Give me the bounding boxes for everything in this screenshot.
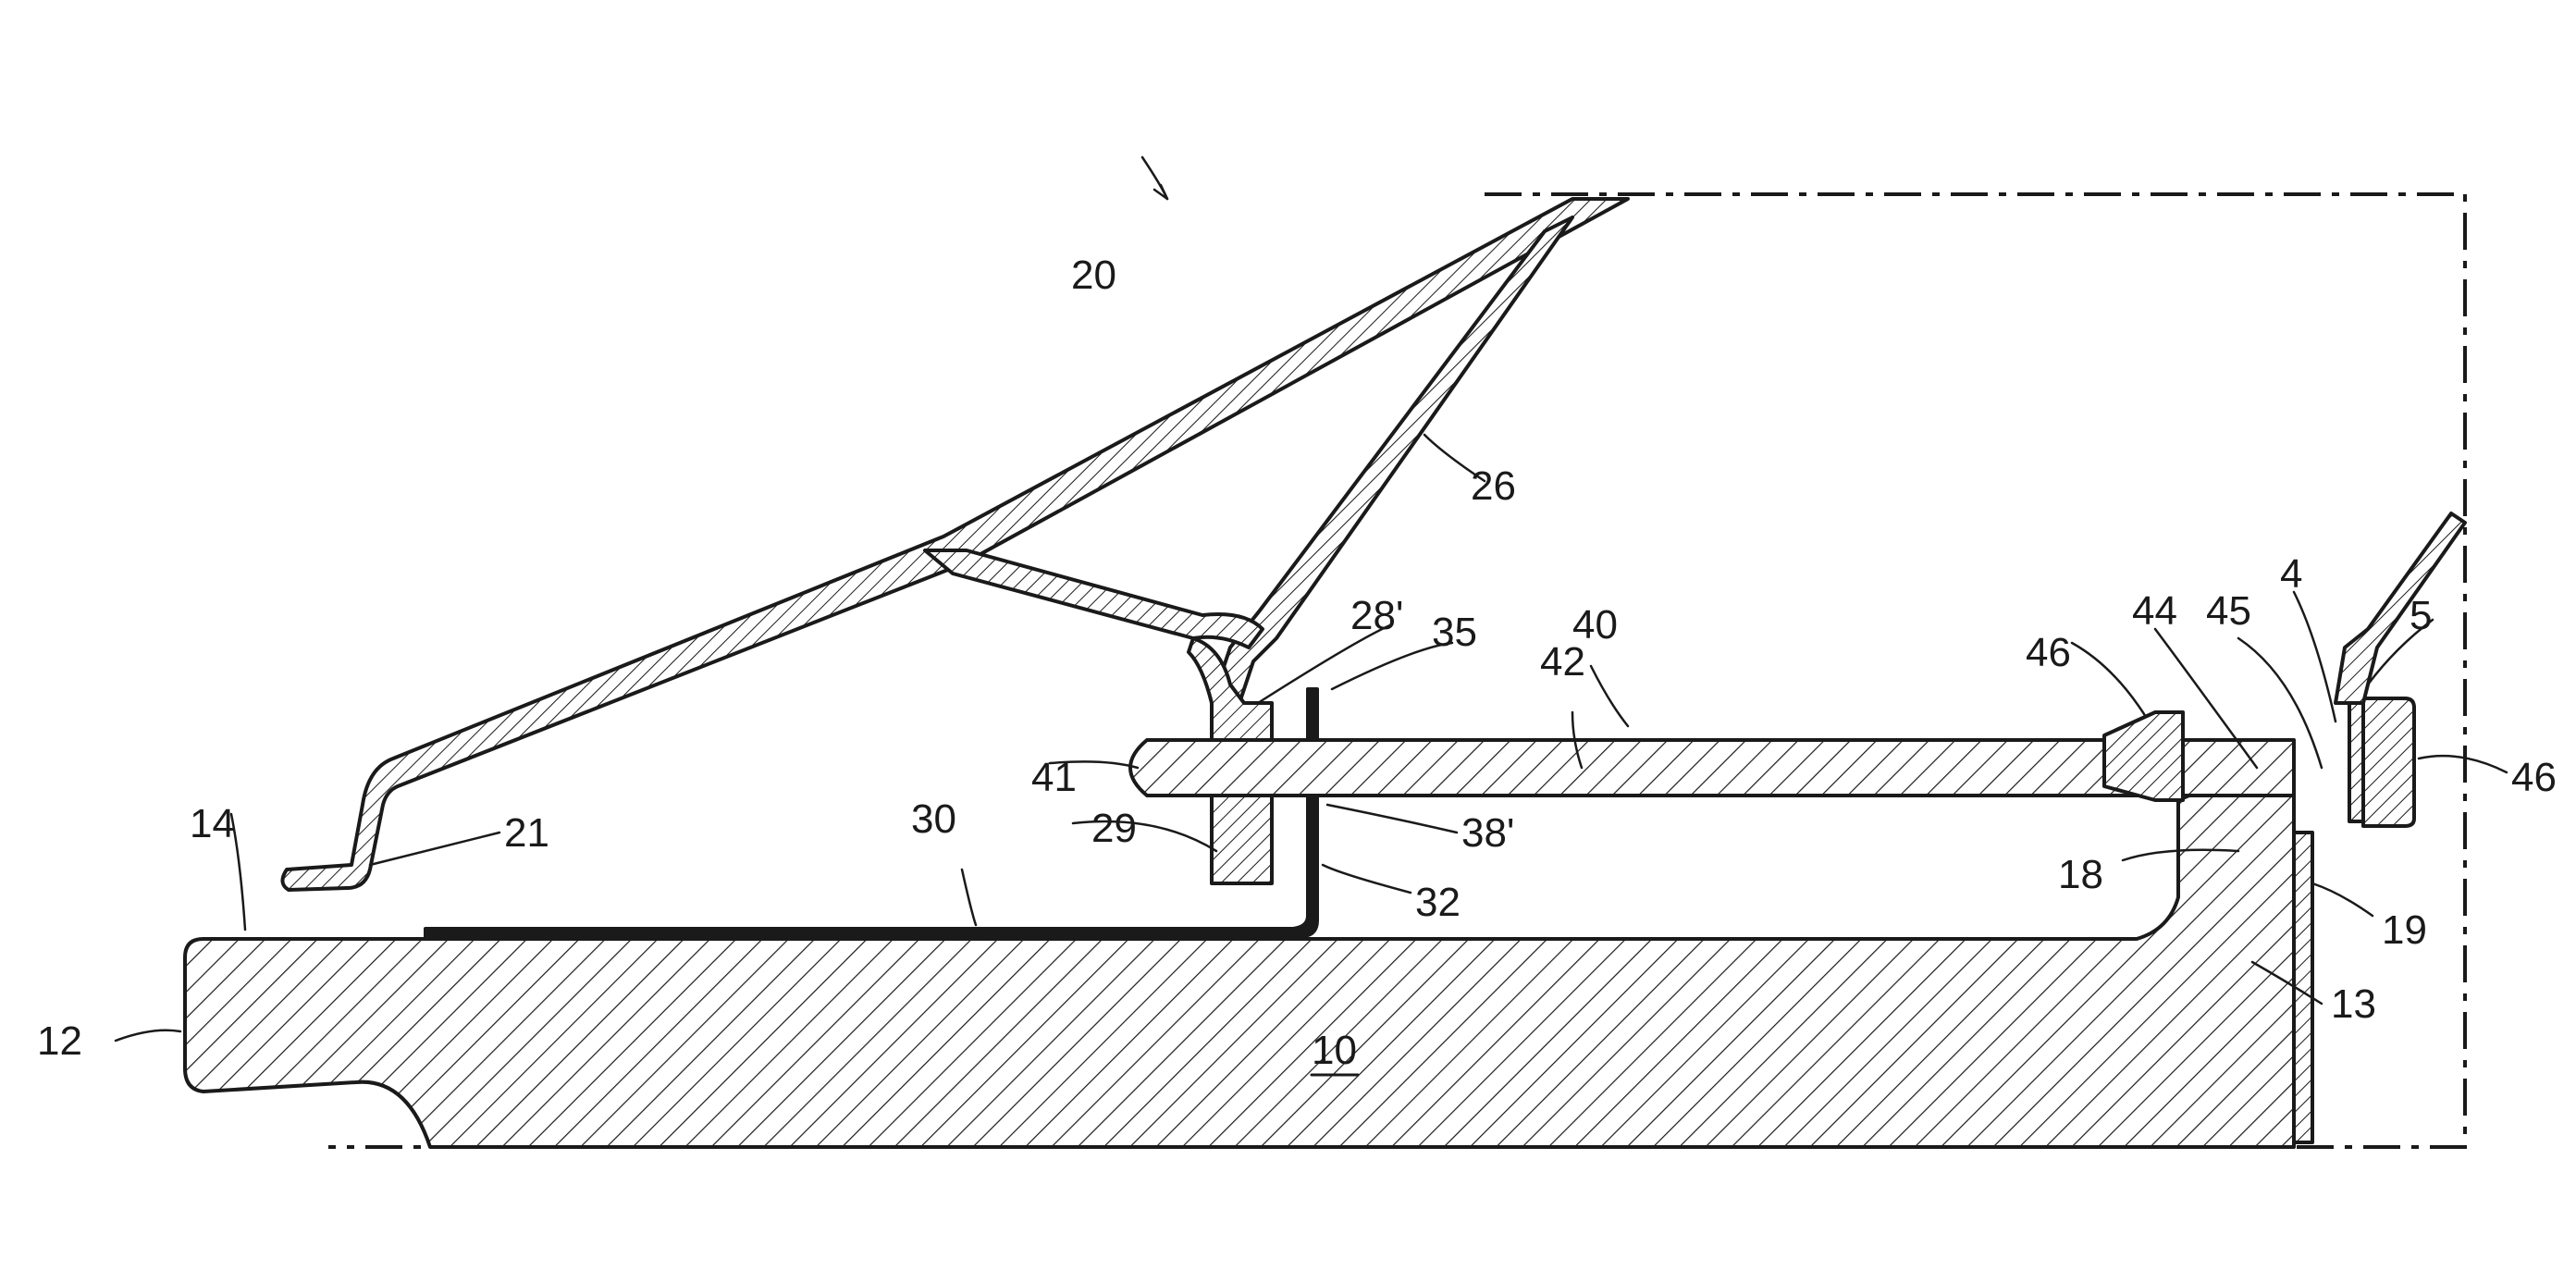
washer-5 <box>2349 703 2363 821</box>
nut-46-left <box>2104 712 2183 800</box>
label-42: 42 <box>1540 639 1585 685</box>
plate-32 <box>1293 689 1317 936</box>
label-46-right: 46 <box>2511 755 2557 800</box>
label-14: 14 <box>190 801 235 846</box>
label-44: 44 <box>2132 588 2177 634</box>
label-20: 20 <box>1071 253 1116 298</box>
label-4: 4 <box>2280 551 2302 597</box>
label-41: 41 <box>1031 755 1077 800</box>
label-38-prime: 38' <box>1461 810 1514 856</box>
nut-46-right <box>2363 698 2414 826</box>
label-12: 12 <box>37 1018 82 1064</box>
layer-30 <box>425 929 1295 939</box>
label-10: 10 <box>1312 1028 1357 1073</box>
label-5: 5 <box>2410 593 2432 638</box>
flange-rib-4 <box>2336 513 2465 703</box>
stiffener <box>925 550 1263 648</box>
label-35: 35 <box>1432 610 1477 655</box>
label-29: 29 <box>1091 806 1137 851</box>
label-45: 45 <box>2206 588 2251 634</box>
label-28-prime: 28' <box>1350 593 1403 638</box>
label-18: 18 <box>2058 852 2103 897</box>
label-13: 13 <box>2331 981 2376 1027</box>
label-26: 26 <box>1471 463 1516 509</box>
label-19: 19 <box>2382 907 2427 953</box>
label-46-left: 46 <box>2026 630 2071 675</box>
label-32: 32 <box>1415 880 1461 925</box>
label-21: 21 <box>504 810 549 856</box>
label-30: 30 <box>911 796 956 842</box>
